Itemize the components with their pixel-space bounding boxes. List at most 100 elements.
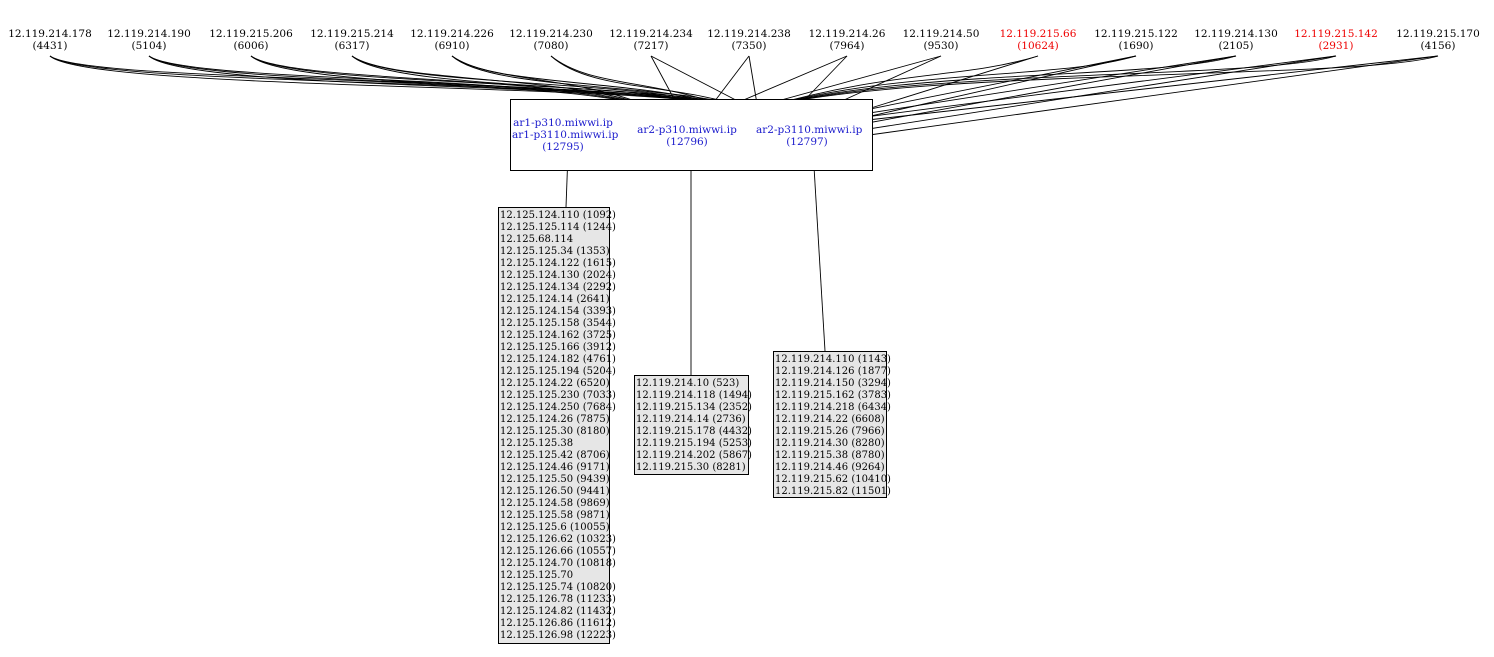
- list-item: 12.125.124.58 (9869): [500, 498, 610, 509]
- list-item: 12.125.126.50 (9441): [500, 486, 610, 497]
- list-item: 12.125.124.182 (4761): [500, 354, 616, 365]
- edge: [849, 55, 1439, 123]
- list-item: 12.125.125.38: [500, 438, 574, 449]
- node-id: (2105): [1218, 40, 1254, 52]
- node-ip: 12.119.214.50: [902, 28, 980, 40]
- list-item: 12.119.215.30 (8281): [636, 462, 746, 473]
- top-node[interactable]: 12.119.214.230(7080): [503, 28, 599, 52]
- top-node[interactable]: 12.119.215.142(2931): [1288, 28, 1384, 52]
- list-item: 12.119.215.162 (3783): [775, 390, 891, 401]
- list-item: 12.125.125.42 (8706): [500, 450, 610, 461]
- list-item: 12.125.125.50 (9439): [500, 474, 610, 485]
- node-ip: 12.119.215.170: [1396, 28, 1480, 40]
- node-ip: 12.119.214.26: [808, 28, 886, 40]
- node-ip: 12.119.214.238: [707, 28, 791, 40]
- list-item: 12.119.215.194 (5253): [636, 438, 752, 449]
- node-id: (5104): [131, 40, 167, 52]
- list-item: 12.119.215.178 (4432): [636, 426, 752, 437]
- list-item: 12.119.214.202 (5867): [636, 450, 752, 461]
- node-id: (10624): [1017, 40, 1059, 52]
- list-item: 12.119.215.82 (11501): [775, 486, 891, 497]
- edge: [857, 55, 1039, 113]
- top-node[interactable]: 12.119.215.170(4156): [1390, 28, 1486, 52]
- node-id: (6317): [334, 40, 370, 52]
- router-name: ar2-p3110.miwwi.ip: [756, 124, 863, 136]
- list-item: 12.125.125.194 (5204): [500, 366, 616, 377]
- router-node-ar2-p3110[interactable]: ar2-p3110.miwwi.ip (12797): [756, 124, 863, 148]
- node-id: (6006): [233, 40, 269, 52]
- node-id: (2931): [1318, 40, 1354, 52]
- edge-ar2-p3110-list: [812, 149, 826, 352]
- list-item: 12.125.124.134 (2292): [500, 282, 616, 293]
- list-item: 12.125.68.114: [500, 234, 574, 245]
- top-node[interactable]: 12.119.215.214(6317): [304, 28, 400, 52]
- node-ip: 12.119.215.206: [209, 28, 293, 40]
- top-node[interactable]: 12.119.214.234(7217): [603, 28, 699, 52]
- edge: [250, 55, 659, 111]
- node-id: (4156): [1420, 40, 1456, 52]
- list-item: 12.125.125.34 (1353): [500, 246, 610, 257]
- list-item: 12.125.125.158 (3544): [500, 318, 616, 329]
- list-item: 12.125.124.46 (9171): [500, 462, 610, 473]
- edge: [49, 55, 659, 111]
- router-node-ar1[interactable]: ar1-p310.miwwi.ip ar1-p3110.miwwi.ip (12…: [512, 117, 619, 153]
- list-item: 12.125.124.122 (1615): [500, 258, 616, 269]
- ip-list-ar1[interactable]: 12.125.124.110 (1092)12.125.125.114 (124…: [498, 207, 616, 644]
- list-item: 12.125.125.6 (10055): [500, 522, 610, 533]
- ip-list-ar2-p310[interactable]: 12.119.214.10 (523)12.119.214.118 (1494)…: [634, 375, 752, 475]
- list-item: 12.125.125.230 (7033): [500, 390, 616, 401]
- node-id: (7217): [633, 40, 669, 52]
- list-item: 12.119.214.46 (9264): [775, 462, 885, 473]
- router-id: (12796): [666, 136, 708, 148]
- router-id: (12797): [786, 136, 828, 148]
- list-item: 12.125.126.98 (12223): [500, 630, 616, 641]
- node-id: (7080): [533, 40, 569, 52]
- node-ip: 12.119.215.142: [1294, 28, 1378, 40]
- top-node[interactable]: 12.119.215.66(10624): [990, 28, 1086, 52]
- top-node[interactable]: 12.119.214.50(9530): [893, 28, 989, 52]
- list-item: 12.125.126.86 (11612): [500, 618, 616, 629]
- top-node[interactable]: 12.119.214.190(5104): [101, 28, 197, 52]
- list-item: 12.125.125.58 (9871): [500, 510, 610, 521]
- top-node[interactable]: 12.119.215.206(6006): [203, 28, 299, 52]
- list-item: 12.125.126.78 (11233): [500, 594, 616, 605]
- edge: [849, 55, 1237, 117]
- router-cluster: [510, 99, 873, 171]
- list-item: 12.125.124.154 (3393): [500, 306, 616, 317]
- list-item: 12.125.125.166 (3912): [500, 342, 616, 353]
- top-node[interactable]: 12.119.215.122(1690): [1088, 28, 1184, 52]
- edge: [250, 55, 736, 111]
- edge: [849, 55, 1337, 120]
- node-ip: 12.119.215.122: [1094, 28, 1178, 40]
- list-item: 12.119.215.26 (7966): [775, 426, 885, 437]
- router-node-ar2-p310[interactable]: ar2-p310.miwwi.ip (12796): [637, 124, 737, 148]
- node-ip: 12.119.214.234: [609, 28, 693, 40]
- edge: [849, 55, 1137, 114]
- ip-list-ar2-p3110[interactable]: 12.119.214.110 (1143)12.119.214.126 (187…: [773, 351, 891, 498]
- list-item: 12.125.125.30 (8180): [500, 426, 610, 437]
- list-item: 12.119.214.218 (6434): [775, 402, 891, 413]
- node-id: (6910): [434, 40, 470, 52]
- list-item: 12.125.124.130 (2024): [500, 270, 616, 281]
- node-ip: 12.119.215.66: [999, 28, 1077, 40]
- edge: [753, 55, 1337, 111]
- list-item: 12.119.214.110 (1143): [775, 354, 891, 365]
- top-node[interactable]: 12.119.214.130(2105): [1188, 28, 1284, 52]
- top-node[interactable]: 12.119.214.178(4431): [2, 28, 98, 52]
- edge: [753, 55, 1039, 111]
- top-node[interactable]: 12.119.214.238(7350): [701, 28, 797, 52]
- router-name-alt: ar1-p3110.miwwi.ip: [512, 129, 619, 141]
- list-item: 12.125.124.110 (1092): [500, 210, 616, 221]
- list-item: 12.119.215.62 (10410): [775, 474, 891, 485]
- node-id: (9530): [923, 40, 959, 52]
- node-id: (7350): [731, 40, 767, 52]
- edge: [753, 55, 1439, 111]
- edge: [861, 55, 1237, 125]
- edge: [861, 55, 1137, 119]
- list-item: 12.125.125.74 (10820): [500, 582, 616, 593]
- router-name: ar1-p310.miwwi.ip: [513, 117, 613, 129]
- list-item: 12.119.214.118 (1494): [636, 390, 752, 401]
- list-item: 12.119.214.30 (8280): [775, 438, 885, 449]
- top-node[interactable]: 12.119.214.26(7964): [799, 28, 895, 52]
- top-node[interactable]: 12.119.214.226(6910): [404, 28, 500, 52]
